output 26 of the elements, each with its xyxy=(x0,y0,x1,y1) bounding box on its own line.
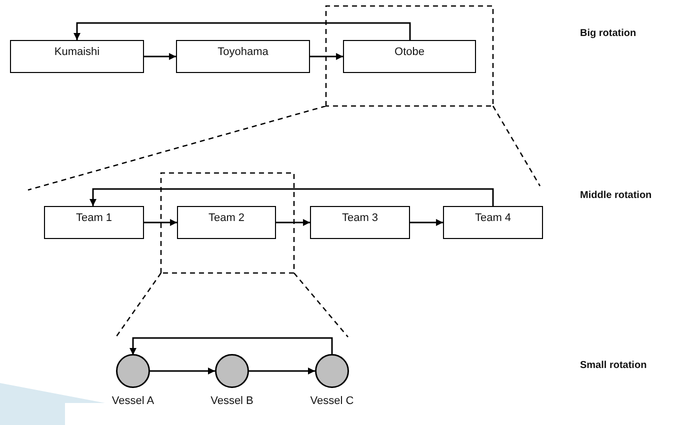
node-caption: Vessel B xyxy=(210,395,254,407)
level-label: Middle rotation xyxy=(580,190,652,201)
arrow xyxy=(310,53,343,60)
vessel-circle xyxy=(215,354,249,388)
vessel-circle xyxy=(315,354,349,388)
level-label: Big rotation xyxy=(580,28,636,39)
node-caption: Vessel A xyxy=(112,395,154,407)
process-box: Otobe xyxy=(343,40,476,73)
arrow xyxy=(410,219,443,226)
arrow xyxy=(144,219,177,226)
arrow xyxy=(150,368,215,374)
arrow xyxy=(74,22,411,40)
arrow xyxy=(90,188,494,206)
process-box: Team 4 xyxy=(443,206,543,239)
process-box: Kumaishi xyxy=(10,40,144,73)
arrow xyxy=(144,53,176,60)
process-box: Team 3 xyxy=(310,206,410,239)
process-box: Team 2 xyxy=(177,206,276,239)
process-box: Toyohama xyxy=(176,40,310,73)
level-label: Small rotation xyxy=(580,360,647,371)
vessel-circle xyxy=(116,354,150,388)
process-box: Team 1 xyxy=(44,206,144,239)
arrow xyxy=(249,368,315,374)
arrow xyxy=(130,337,333,355)
arrow xyxy=(276,219,310,226)
node-caption: Vessel C xyxy=(310,395,354,407)
